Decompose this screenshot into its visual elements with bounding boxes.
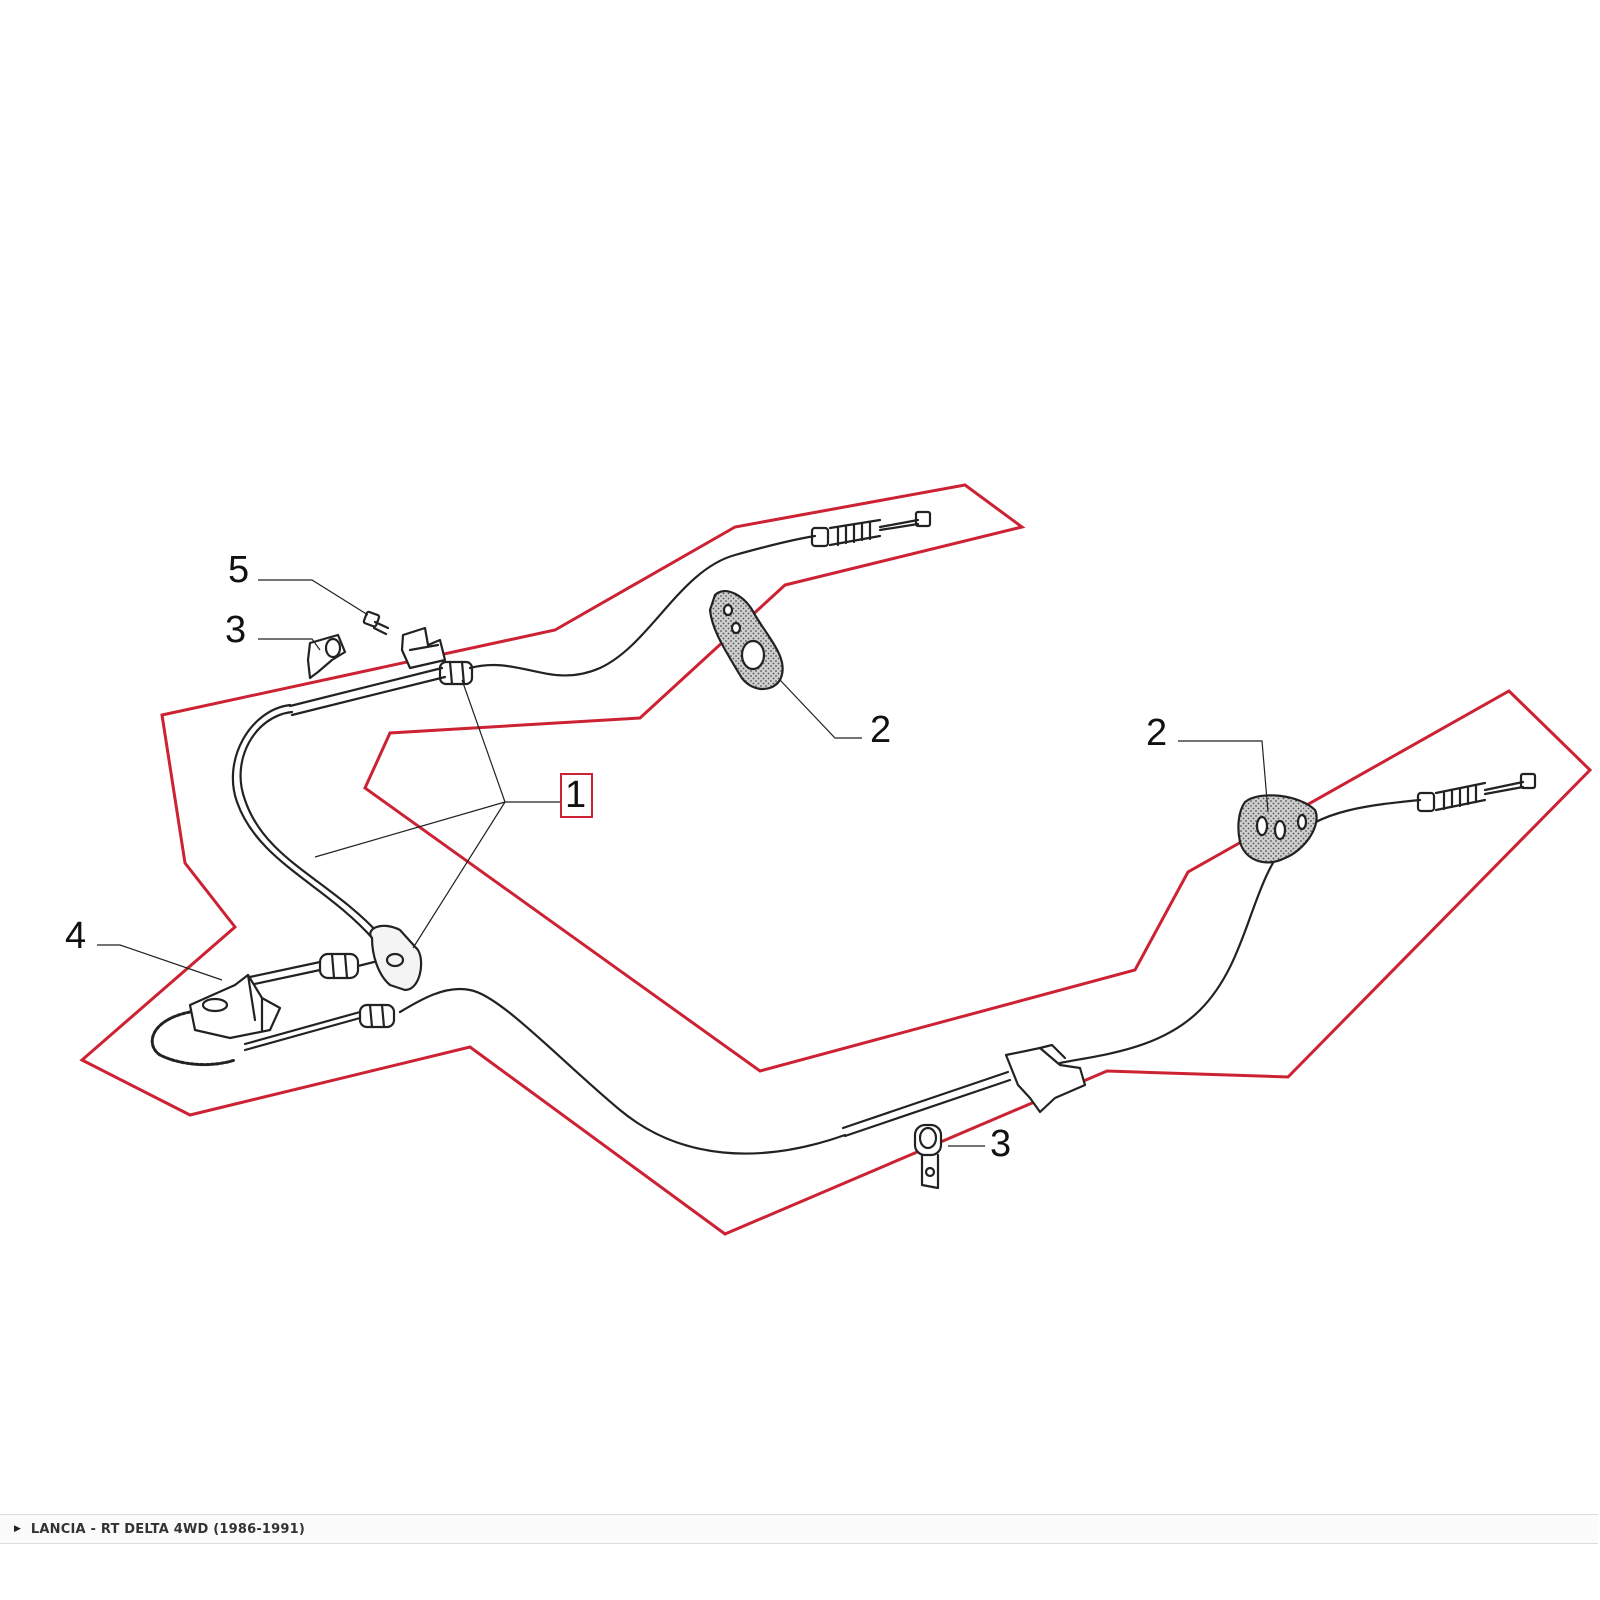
upper-cable-loop-inner bbox=[231, 703, 376, 942]
callout-3-upper: 3 bbox=[225, 609, 246, 651]
leader-2-upper bbox=[779, 679, 862, 739]
part-3-clip-lower[interactable] bbox=[913, 1123, 943, 1190]
upper-cable-ferrule bbox=[438, 660, 474, 686]
callout-3-lower: 3 bbox=[990, 1123, 1011, 1165]
part-5-bolt[interactable] bbox=[362, 610, 390, 636]
leader-1-a bbox=[461, 679, 560, 803]
upper-cable-thick-sleeve bbox=[288, 666, 447, 717]
left-grommet bbox=[369, 924, 423, 992]
breadcrumb-bar[interactable]: ▶ LANCIA - RT DELTA 4WD (1986-1991) bbox=[0, 1514, 1598, 1544]
parts-diagram: 5 3 2 2 1 4 3 bbox=[65, 483, 1593, 1236]
callout-1-box bbox=[560, 773, 593, 818]
caret-right-icon[interactable]: ▶ bbox=[14, 1524, 21, 1534]
lower-cable-right[interactable] bbox=[1058, 798, 1422, 1065]
upper-cable[interactable] bbox=[468, 534, 817, 677]
callout-2-right: 2 bbox=[1146, 712, 1167, 754]
part-1-highlight-outline[interactable] bbox=[79, 483, 1593, 1236]
callout-2-upper: 2 bbox=[870, 709, 891, 751]
callout-1[interactable]: 1 bbox=[565, 774, 586, 816]
lower-cable-left-end bbox=[243, 1003, 396, 1052]
lower-clip-bracket bbox=[1004, 1043, 1087, 1114]
leader-4 bbox=[97, 944, 223, 981]
equalizer-bracket[interactable] bbox=[188, 973, 282, 1040]
lower-cable-thick-sleeve bbox=[841, 1070, 1012, 1138]
lower-cable-threaded-end bbox=[1416, 772, 1537, 813]
breadcrumb-model[interactable]: LANCIA - RT DELTA 4WD (1986-1991) bbox=[30, 1521, 306, 1537]
callout-5: 5 bbox=[228, 549, 249, 591]
middle-cable bbox=[248, 952, 392, 987]
upper-cable-loop bbox=[239, 710, 382, 937]
stranded-wire-loop bbox=[150, 1010, 237, 1066]
upper-cable-threaded-end bbox=[810, 510, 932, 548]
leader-2-right bbox=[1178, 740, 1269, 813]
part-2-grommet-upper[interactable] bbox=[708, 589, 784, 691]
leader-1-b bbox=[314, 801, 506, 858]
lower-cable[interactable] bbox=[398, 987, 847, 1155]
leader-5 bbox=[258, 579, 369, 616]
part-2-grommet-right[interactable] bbox=[1237, 794, 1318, 864]
upper-clip-bracket bbox=[400, 626, 447, 670]
callout-4: 4 bbox=[65, 915, 86, 957]
leader-1-c bbox=[412, 801, 506, 949]
leader-3-upper bbox=[258, 638, 321, 651]
